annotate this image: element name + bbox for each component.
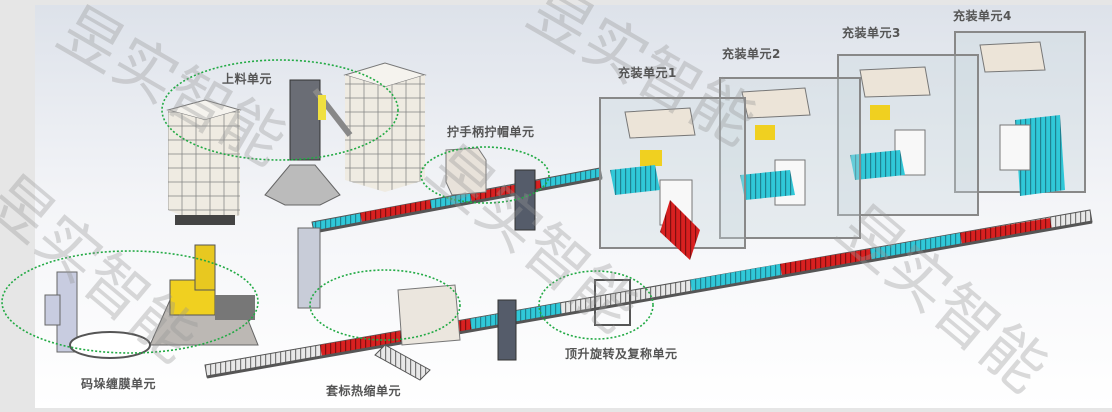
label-lifting-unit: 顶升旋转及复称单元 — [565, 347, 678, 361]
label-filling-unit-1: 充装单元1 — [618, 66, 677, 80]
palletizing-robot — [264, 79, 353, 206]
yellow-robot — [149, 244, 259, 346]
capping-unit-ellipse — [420, 146, 550, 204]
lifting-station — [594, 279, 631, 326]
loading-unit-ellipse — [161, 59, 399, 161]
labeling-unit-ellipse — [309, 269, 461, 341]
label-palletizing-unit: 码垛缠膜单元 — [81, 377, 157, 391]
filling-cabinet-2 — [719, 77, 861, 239]
filling-cabinets — [599, 31, 1086, 260]
wrapping-pillar — [297, 227, 321, 309]
pallet-left — [166, 99, 242, 225]
label-capping-unit: 拧手柄拧帽单元 — [447, 125, 535, 139]
capping-robot — [514, 169, 536, 231]
label-filling-unit-3: 充装单元3 — [842, 26, 901, 40]
label-labeling-unit: 套标热缩单元 — [326, 384, 402, 398]
filling-cabinet-1 — [599, 97, 746, 260]
lifting-robot — [497, 299, 517, 361]
label-filling-unit-4: 充装单元4 — [953, 9, 1012, 23]
capping-cover — [445, 147, 487, 196]
palletizing-unit-ellipse — [1, 250, 259, 354]
pallet-right — [343, 62, 427, 192]
wrapping-machine — [44, 271, 151, 359]
labeling-cover — [397, 284, 461, 346]
label-loading-unit: 上料单元 — [222, 72, 273, 86]
filling-cabinet-3 — [837, 54, 979, 216]
filling-cabinet-4 — [954, 31, 1086, 196]
lifting-unit-ellipse — [538, 270, 654, 340]
label-filling-unit-2: 充装单元2 — [722, 47, 781, 61]
